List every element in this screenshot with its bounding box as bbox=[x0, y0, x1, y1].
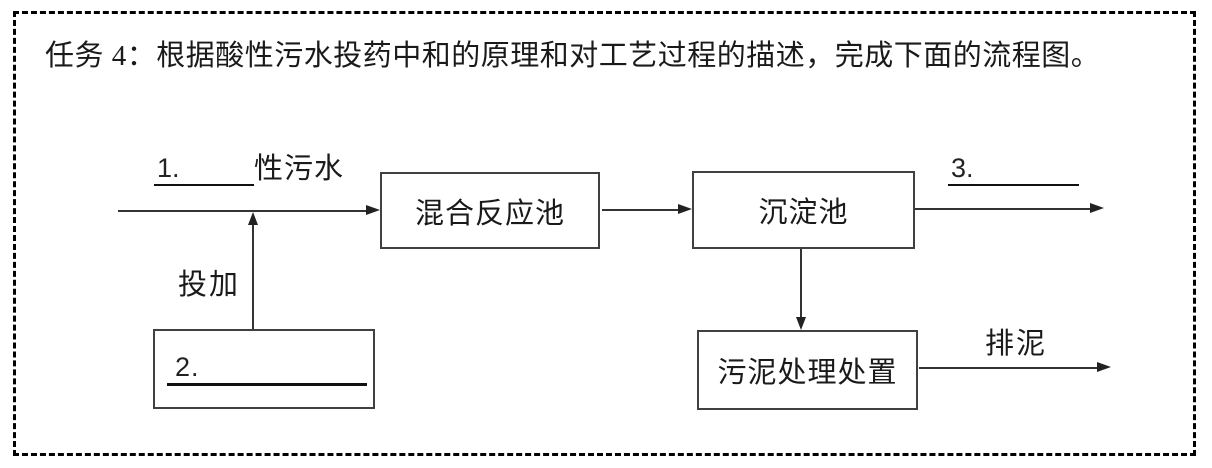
sludge-arrow-line bbox=[800, 249, 802, 317]
task-frame bbox=[13, 11, 1196, 456]
inflow-arrowhead-icon bbox=[366, 205, 380, 215]
box-sedimentation-tank: 沉淀池 bbox=[692, 171, 915, 249]
dosing-arrowhead-icon bbox=[248, 212, 258, 225]
blank-2-field[interactable]: 2. bbox=[167, 351, 367, 386]
sludge-arrowhead-icon bbox=[796, 317, 806, 330]
sludge-discharge-arrowhead-icon bbox=[1097, 362, 1111, 372]
blank-1-suffix: 性污水 bbox=[254, 153, 345, 185]
box-mixing-tank: 混合反应池 bbox=[380, 172, 600, 249]
dosing-arrow-line bbox=[252, 224, 254, 329]
sludge-discharge-label: 排泥 bbox=[985, 328, 1048, 360]
outflow-arrow-line bbox=[915, 208, 1090, 210]
box-sludge-treatment: 污泥处理处置 bbox=[697, 330, 918, 410]
mixing-to-sedimentation-arrowhead-icon bbox=[678, 204, 692, 214]
dosing-label: 投加 bbox=[178, 269, 241, 301]
blank-1-label: 1. 性污水 bbox=[154, 152, 344, 186]
task-title: 任务 4：根据酸性污水投药中和的原理和对工艺过程的描述，完成下面的流程图。 bbox=[45, 40, 1101, 72]
box-blank-2: 2. bbox=[153, 329, 375, 409]
blank-3-field[interactable]: 3. bbox=[948, 152, 1079, 186]
sludge-discharge-arrow-line bbox=[919, 367, 1097, 369]
outflow-arrowhead-icon bbox=[1090, 203, 1104, 213]
mixing-to-sedimentation-arrow-line bbox=[602, 209, 678, 211]
inflow-arrow-line bbox=[118, 210, 366, 212]
blank-1-field[interactable]: 1. bbox=[154, 152, 254, 186]
